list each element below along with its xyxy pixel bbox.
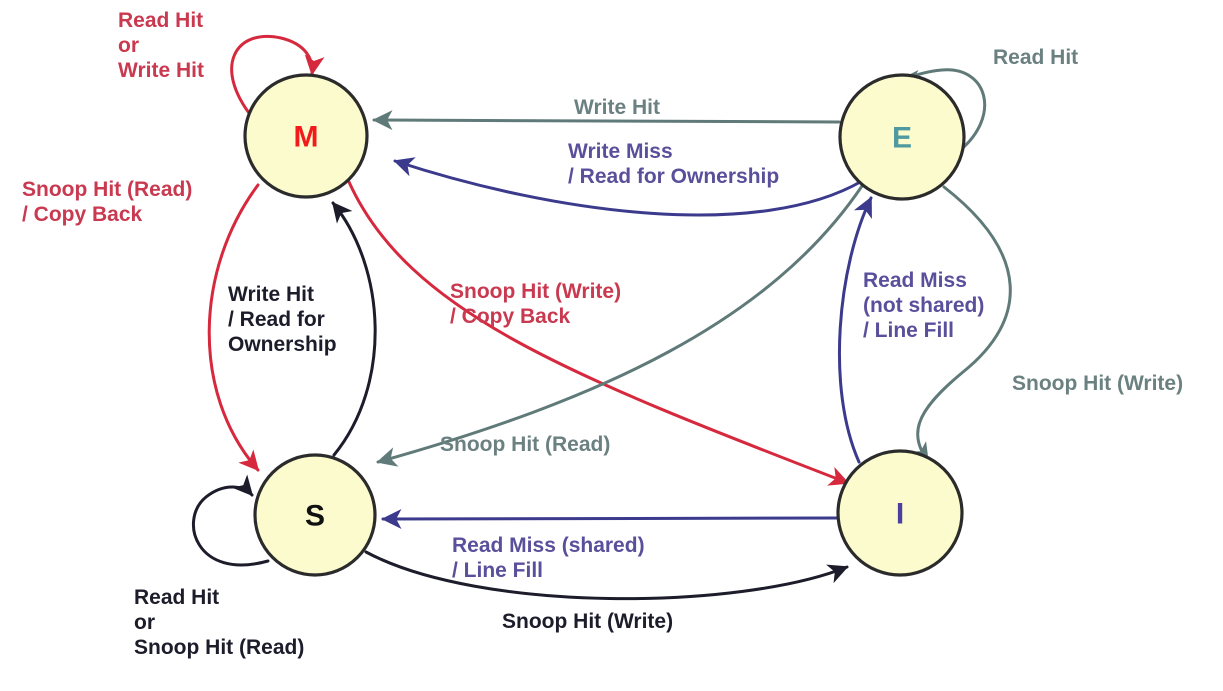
edge-label-e-to-s-snoop-read: Snoop Hit (Read) xyxy=(440,433,611,456)
edge-s-self-loop xyxy=(191,474,270,567)
edge-e-to-m-write-hit xyxy=(372,110,841,131)
edge-s-to-m-write-hit xyxy=(331,201,377,457)
edge-label-e-self-loop: Read Hit xyxy=(993,46,1079,69)
state-node-e[interactable]: E xyxy=(838,73,966,201)
state-node-i[interactable]: I xyxy=(836,449,964,577)
state-node-m[interactable]: M xyxy=(243,73,369,199)
edge-label-m-self-loop: Read Hit or Write Hit xyxy=(118,9,204,82)
edge-label-m-to-i-snoop-write: Snoop Hit (Write) / Copy Back xyxy=(450,280,622,328)
edge-e-to-i-snoop-write xyxy=(909,185,1012,464)
edge-label-e-to-m-write-miss: Write Miss / Read for Ownership xyxy=(568,140,780,188)
edge-label-i-to-e-read-miss: Read Miss (not shared) / Line Fill xyxy=(863,269,985,342)
edge-label-e-to-i-snoop-write: Snoop Hit (Write) xyxy=(1012,372,1184,395)
edge-i-to-s-read-miss xyxy=(381,508,840,529)
edge-label-s-to-m-write-hit: Write Hit / Read for Ownership xyxy=(228,283,337,356)
edge-m-to-i-snoop-write xyxy=(347,180,850,486)
edge-label-m-to-s-snoop-read: Snoop Hit (Read) / Copy Back xyxy=(22,178,193,226)
state-label-i: I xyxy=(896,498,904,531)
edge-i-to-e-read-miss xyxy=(837,196,873,464)
edge-m-self-loop xyxy=(230,35,325,119)
edge-label-e-to-m-write-hit: Write Hit xyxy=(574,96,660,119)
state-node-s[interactable]: S xyxy=(253,453,377,577)
edge-label-i-to-s-read-miss: Read Miss (shared) / Line Fill xyxy=(452,534,645,582)
state-label-m: M xyxy=(294,121,319,154)
edge-e-to-m-write-miss xyxy=(393,157,864,217)
edge-label-s-to-i-snoop-write: Snoop Hit (Write) xyxy=(502,610,674,633)
state-label-e: E xyxy=(892,122,912,155)
edge-s-to-i-snoop-write xyxy=(364,550,849,601)
edge-e-to-s-snoop-read xyxy=(376,184,864,467)
edge-m-to-s-snoop-read xyxy=(207,183,260,472)
edge-label-s-self-loop: Read Hit or Snoop Hit (Read) xyxy=(134,586,305,659)
state-label-s: S xyxy=(305,500,325,533)
